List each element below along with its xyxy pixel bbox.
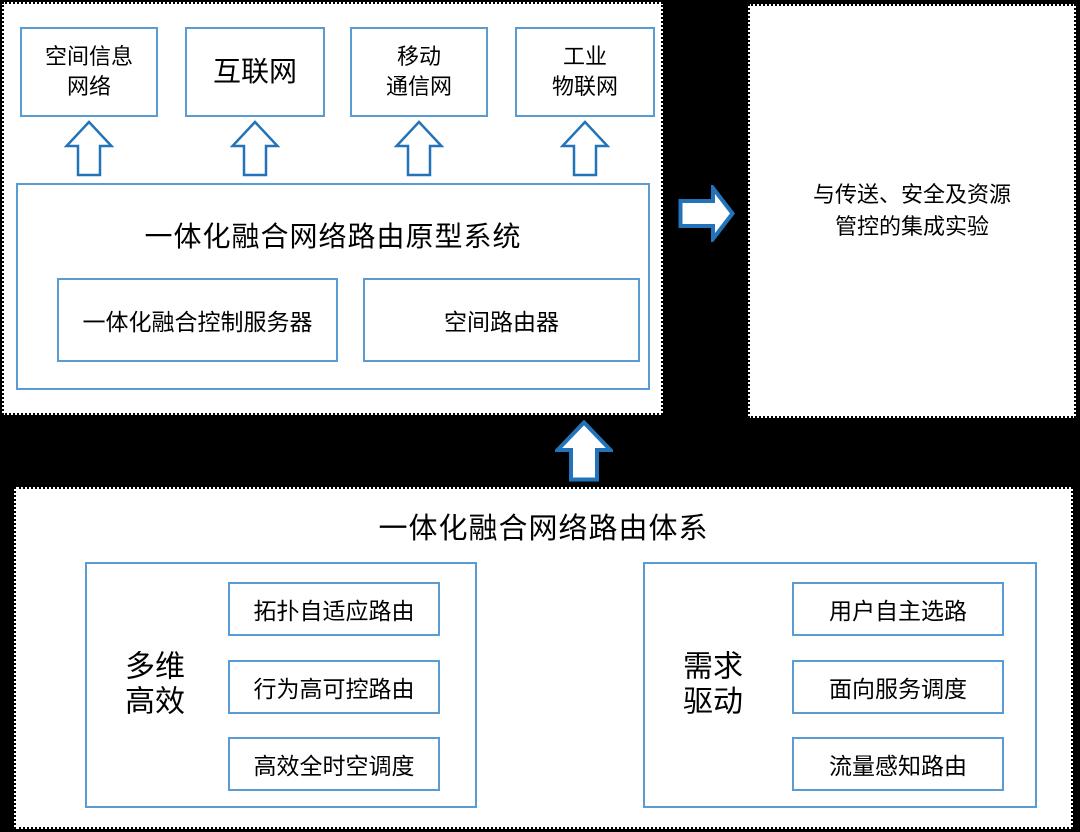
item-box-service-oriented-scheduling: 面向服务调度 (792, 660, 1004, 714)
network-box-industrial-iot: 工业 物联网 (515, 27, 655, 117)
up-arrow-icon (64, 120, 114, 177)
up-arrow-icon (230, 120, 280, 177)
prototype-system-title: 一体化融合网络路由原型系统 (144, 221, 522, 252)
network-box-mobile-comm: 移动 通信网 (350, 27, 488, 117)
group-label-demand-driven: 需求 驱动 (683, 650, 743, 719)
item-box-topology-adaptive-routing: 拓扑自适应路由 (228, 582, 440, 636)
item-box-behavior-controllable-routing: 行为高可控路由 (228, 660, 440, 714)
group-label-multidim-efficient: 多维 高效 (125, 650, 185, 719)
architecture-panel: 一体化融合网络路由体系 多维 高效 拓扑自适应路由 行为高可控路由 高效全时空调… (14, 487, 1073, 829)
big-up-arrow-icon (555, 420, 613, 482)
prototype-panel: 空间信息 网络 互联网 移动 通信网 工业 物联网 一体化融合网络路由原型系统 … (2, 2, 663, 415)
integration-panel: 与传送、安全及资源 管控的集成实验 (748, 4, 1076, 418)
component-box-control-server: 一体化融合控制服务器 (57, 278, 338, 362)
integration-text: 与传送、安全及资源 管控的集成实验 (812, 182, 1011, 239)
item-box-efficient-spacetime-scheduling: 高效全时空调度 (228, 737, 440, 791)
group-multidim-efficient: 多维 高效 拓扑自适应路由 行为高可控路由 高效全时空调度 (85, 562, 477, 808)
item-box-user-selected-routing: 用户自主选路 (792, 582, 1004, 636)
up-arrow-icon (560, 120, 610, 177)
item-box-traffic-aware-routing: 流量感知路由 (792, 737, 1004, 791)
up-arrow-icon (394, 120, 444, 177)
right-arrow-icon (678, 185, 735, 242)
network-box-space-info: 空间信息 网络 (20, 27, 158, 117)
network-box-internet: 互联网 (185, 27, 325, 117)
architecture-title: 一体化融合网络路由体系 (378, 513, 709, 545)
group-demand-driven: 需求 驱动 用户自主选路 面向服务调度 流量感知路由 (643, 562, 1037, 808)
prototype-system-box: 一体化融合网络路由原型系统 一体化融合控制服务器 空间路由器 (16, 183, 650, 390)
component-box-space-router: 空间路由器 (363, 278, 640, 362)
